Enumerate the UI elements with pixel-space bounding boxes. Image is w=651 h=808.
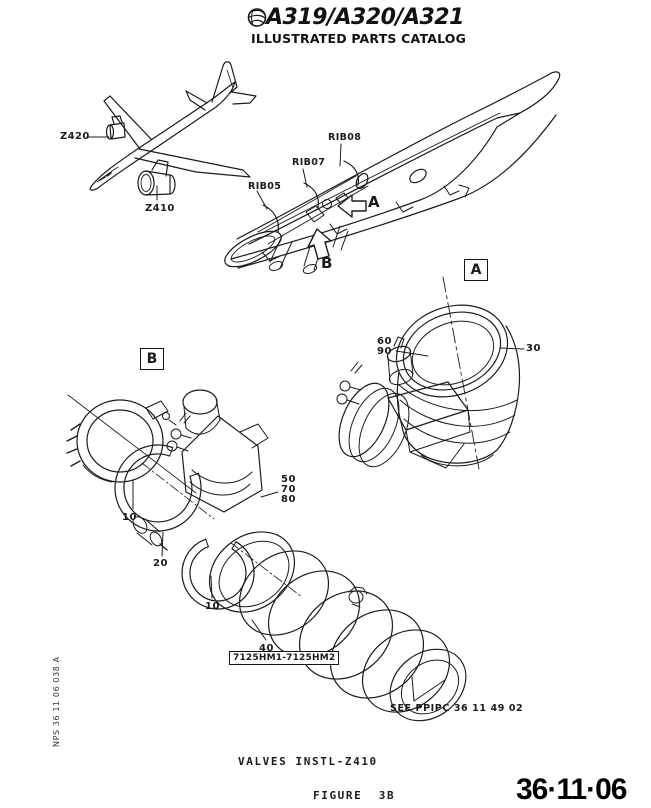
- detail-a-box-letter: A: [464, 259, 488, 281]
- part-number-range-box: 7125HM1-7125HM2: [229, 651, 340, 665]
- detail-b-drawing: [66, 389, 467, 722]
- wing-structure-drawing: [224, 71, 561, 275]
- callout-20: 20: [153, 558, 168, 569]
- figure-number-label: FIGURE 3B: [313, 789, 396, 802]
- rib08-label: RIB08: [328, 132, 362, 143]
- view-arrow-b-label: B: [321, 254, 333, 272]
- see-ppipc-reference: SEE PPIPC 36 11 49 02: [390, 703, 524, 714]
- aircraft-overview-drawing: [86, 61, 257, 201]
- page-title: A319/A320/A321: [266, 5, 464, 30]
- callout-70: 70: [281, 484, 296, 495]
- callout-10-first: 10: [122, 512, 137, 523]
- callout-80: 80: [281, 494, 296, 505]
- detail-arrow-a-icon: [337, 194, 367, 218]
- zone-label-z420: Z420: [60, 131, 90, 142]
- callout-90: 90: [377, 346, 392, 357]
- callout-50: 50: [281, 474, 296, 485]
- rib05-label: RIB05: [248, 181, 282, 192]
- figure-caption: VALVES INSTL-Z410: [238, 755, 378, 768]
- rib07-label: RIB07: [292, 157, 326, 168]
- callout-30: 30: [526, 343, 541, 354]
- callout-40: 40: [259, 643, 274, 654]
- margin-figure-code: NPS 36 11 06 038 A: [52, 656, 61, 747]
- airbus-logo-icon: [247, 8, 267, 27]
- chapter-section-number: 36·11·06: [516, 773, 627, 806]
- zone-label-z410: Z410: [145, 203, 175, 214]
- callout-10-second: 10: [205, 601, 220, 612]
- page-subtitle: ILLUSTRATED PARTS CATALOG: [251, 31, 467, 46]
- view-arrow-a-label: A: [368, 193, 380, 211]
- detail-arrow-b-icon: [307, 228, 332, 260]
- callout-60: 60: [377, 336, 392, 347]
- detail-a-drawing: [336, 276, 525, 470]
- detail-b-box-letter: B: [140, 348, 164, 370]
